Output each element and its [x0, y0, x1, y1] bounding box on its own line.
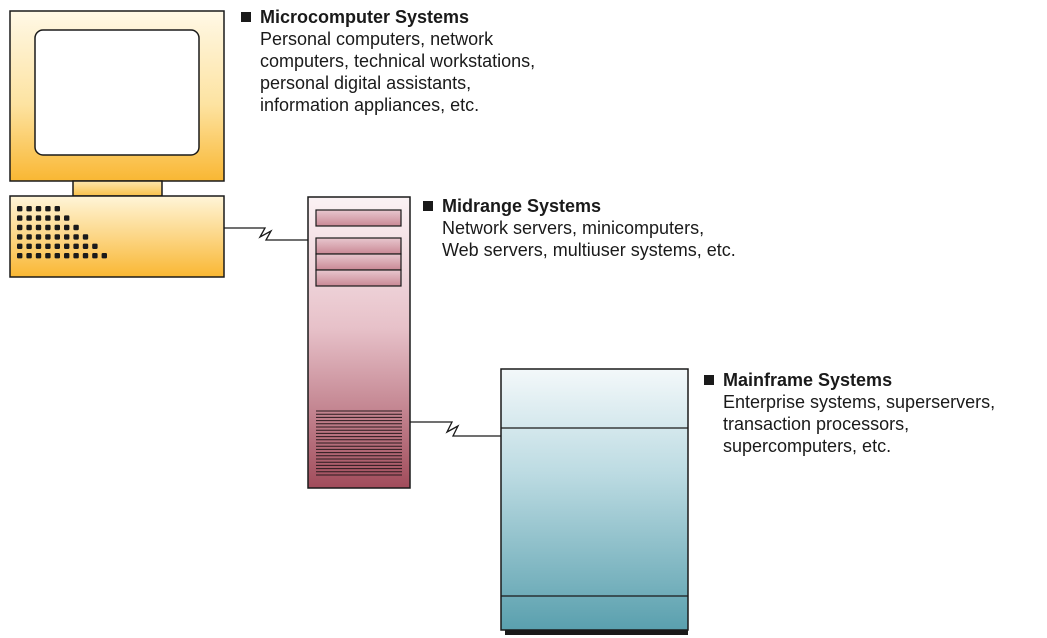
- mainframe-description: Enterprise systems, superservers, transa…: [723, 392, 996, 456]
- vent-dot: [17, 253, 23, 259]
- vent-dot: [45, 206, 51, 212]
- bullet-icon: [423, 201, 433, 211]
- midrange-drive-bay: [315, 209, 402, 227]
- vent-dot: [54, 206, 60, 212]
- connector-micro-midrange: [224, 227, 308, 241]
- vent-dot: [35, 243, 42, 249]
- vent-dot: [82, 234, 89, 240]
- vent-dot: [45, 243, 51, 249]
- computer-base-unit: [9, 195, 225, 278]
- microcomputer-icon: [9, 10, 225, 278]
- mainframe-label: Mainframe Systems Enterprise systems, su…: [704, 369, 995, 457]
- vent-dot: [26, 243, 32, 249]
- monitor-neck: [72, 180, 163, 197]
- vent-dot: [64, 215, 70, 221]
- vent-dot: [45, 224, 51, 231]
- vent-dot: [73, 234, 79, 240]
- vent-dot: [26, 224, 32, 231]
- vent-dot: [26, 253, 32, 259]
- midrange-description: Network servers, minicomputers, Web serv…: [442, 218, 736, 260]
- vent-dot: [35, 253, 42, 259]
- mainframe-base: [505, 630, 688, 635]
- microcomputer-description: Personal computers, network computers, t…: [260, 29, 536, 115]
- midrange-title: Midrange Systems: [442, 196, 602, 216]
- midrange-server-icon: [307, 196, 411, 489]
- vent-dot: [82, 243, 89, 249]
- mainframe-title: Mainframe Systems: [723, 370, 893, 390]
- vent-dot: [64, 224, 70, 231]
- vent-dot: [26, 234, 32, 240]
- vent-dot: [17, 206, 23, 212]
- vent-dot: [82, 253, 89, 259]
- vent-dot: [64, 253, 70, 259]
- vent-dot: [35, 215, 42, 221]
- vent-dot: [26, 206, 32, 212]
- vent-dot: [17, 243, 23, 249]
- vent-dot: [73, 243, 79, 249]
- bullet-icon: [704, 375, 714, 385]
- vent-dot: [35, 234, 42, 240]
- vent-dot: [54, 215, 60, 221]
- vent-dot: [54, 234, 60, 240]
- vent-dot: [26, 215, 32, 221]
- mainframe-icon: [500, 368, 689, 635]
- vent-dot: [17, 215, 23, 221]
- vent-dot: [35, 224, 42, 231]
- midrange-drive-bay: [315, 269, 402, 287]
- midrange-vent-lines: [316, 410, 402, 476]
- vent-dot: [92, 243, 98, 249]
- mainframe-cabinet: [500, 368, 689, 631]
- midrange-drive-bay: [315, 237, 402, 255]
- vent-dot: [35, 206, 42, 212]
- vent-dot: [64, 234, 70, 240]
- midrange-drive-bay: [315, 253, 402, 271]
- vent-dot: [64, 243, 70, 249]
- vent-dot: [17, 224, 23, 231]
- vent-dot: [45, 253, 51, 259]
- vent-dot: [92, 253, 98, 259]
- vent-dot: [101, 253, 107, 259]
- microcomputer-label: Microcomputer Systems Personal computers…: [241, 6, 535, 116]
- vent-dot: [54, 243, 60, 249]
- vent-dot: [54, 253, 60, 259]
- vent-dot: [73, 224, 79, 231]
- vent-dot: [45, 215, 51, 221]
- keyboard-vent-grid: [17, 206, 107, 259]
- monitor-screen: [34, 29, 200, 156]
- vent-dot: [17, 234, 23, 240]
- vent-dot: [73, 253, 79, 259]
- midrange-label: Midrange Systems Network servers, minico…: [423, 195, 736, 261]
- connector-midrange-mainframe: [410, 421, 501, 437]
- vent-dot: [54, 224, 60, 231]
- vent-dot: [45, 234, 51, 240]
- bullet-icon: [241, 12, 251, 22]
- microcomputer-title: Microcomputer Systems: [260, 7, 470, 27]
